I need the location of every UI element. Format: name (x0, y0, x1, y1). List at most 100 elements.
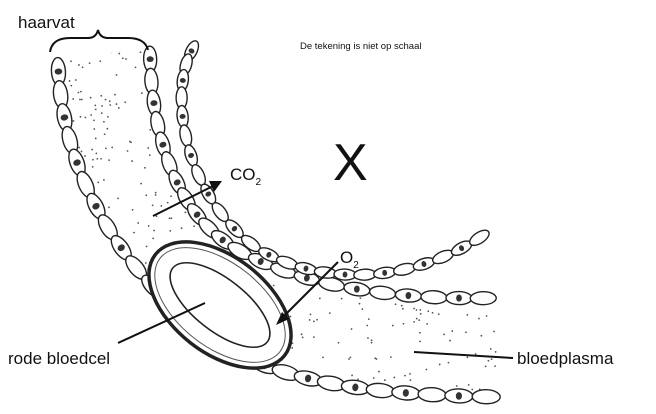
plasma-dot (118, 50, 120, 52)
plasma-dot (316, 391, 318, 393)
plasma-dot (135, 66, 137, 68)
plasma-dot (453, 152, 455, 154)
plasma-dot (59, 327, 61, 329)
wall-cell (392, 261, 416, 277)
plasma-dot (414, 164, 416, 166)
plasma-dot (112, 257, 114, 259)
plasma-dot (488, 360, 490, 362)
plasma-dot (69, 80, 71, 82)
plasma-dot (307, 160, 309, 162)
plasma-dot (167, 333, 169, 335)
plasma-dot (457, 165, 459, 167)
plasma-dot (114, 94, 116, 96)
plasma-dot (161, 370, 163, 372)
plasma-dot (222, 130, 224, 132)
plasma-dot (433, 69, 435, 71)
plasma-dot (415, 238, 417, 240)
plasma-dot (40, 344, 42, 346)
plasma-dot (402, 149, 404, 151)
plasma-dot (302, 337, 304, 339)
plasma-dot (42, 316, 44, 318)
label-co2: CO2 (230, 165, 262, 188)
plasma-dot (468, 39, 470, 41)
plasma-dot (170, 217, 172, 219)
label-o2: O2 (340, 248, 359, 271)
plasma-dot (301, 333, 303, 335)
plasma-dot (104, 133, 106, 135)
plasma-dot (365, 111, 367, 113)
plasma-dot (354, 67, 356, 69)
plasma-dot (45, 129, 47, 131)
plasma-dot (443, 334, 445, 336)
plasma-dot (312, 163, 314, 165)
plasma-dot (216, 133, 218, 135)
plasma-dot (382, 79, 384, 81)
plasma-dot (101, 105, 103, 107)
plasma-dot (388, 87, 390, 89)
plasma-dot (398, 167, 400, 169)
plasma-dot (287, 232, 289, 234)
plasma-dot (169, 379, 171, 381)
plasma-dot (236, 43, 238, 45)
plasma-dot (273, 285, 275, 287)
plasma-dot (395, 63, 397, 65)
plasma-dot (373, 399, 375, 401)
plasma-dot (82, 66, 84, 68)
plasma-dot (91, 149, 93, 151)
plasma-dot (202, 396, 204, 398)
plasma-dot (388, 119, 390, 121)
plasma-dot (189, 373, 191, 375)
plasma-dot (351, 375, 353, 377)
plasma-dot (101, 298, 103, 300)
plasma-dot (245, 220, 247, 222)
plasma-dot (63, 168, 65, 170)
plasma-dot (87, 375, 89, 377)
plasma-dot (291, 141, 293, 143)
plasma-dot (393, 86, 395, 88)
plasma-dot (72, 98, 74, 100)
plasma-dot (427, 64, 429, 66)
plasma-dot (470, 50, 472, 52)
plasma-dot (485, 159, 487, 161)
plasma-dot (506, 50, 508, 52)
plasma-dot (102, 44, 104, 46)
plasma-dot (373, 377, 375, 379)
plasma-dot (98, 329, 100, 331)
plasma-dot (100, 158, 102, 160)
plasma-dot (116, 103, 118, 105)
plasma-dot (241, 375, 243, 377)
plasma-dot (116, 39, 118, 41)
plasma-dot (71, 209, 73, 211)
plasma-dot (484, 156, 486, 158)
plasma-dot (147, 342, 149, 344)
plasma-dot (475, 62, 477, 64)
plasma-dot (75, 79, 77, 81)
plasma-dot (226, 143, 228, 145)
plasma-dot (313, 321, 315, 323)
plasma-dot (494, 265, 496, 267)
plasma-dot (316, 189, 318, 191)
plasma-dot (327, 57, 329, 59)
plasma-dot (125, 58, 127, 60)
plasma-dot (110, 260, 112, 262)
plasma-dot (355, 97, 357, 99)
plasma-dot (394, 399, 396, 401)
plasma-dot (403, 323, 405, 325)
plasma-dot (354, 400, 356, 402)
plasma-dot (505, 381, 507, 383)
plasma-dot (109, 100, 111, 102)
plasma-dot (316, 64, 318, 66)
plasma-dot (366, 325, 368, 327)
plasma-dot (141, 92, 143, 94)
plasma-dot (301, 246, 303, 248)
plasma-dot (151, 362, 153, 364)
plasma-dot (155, 194, 157, 196)
plasma-dot (82, 202, 84, 204)
plasma-dot (288, 136, 290, 138)
plasma-dot (42, 287, 44, 289)
plasma-dot (329, 128, 331, 130)
plasma-dot (425, 128, 427, 130)
plasma-dot (70, 85, 72, 87)
plasma-dot (48, 152, 50, 154)
plasma-dot (82, 310, 84, 312)
